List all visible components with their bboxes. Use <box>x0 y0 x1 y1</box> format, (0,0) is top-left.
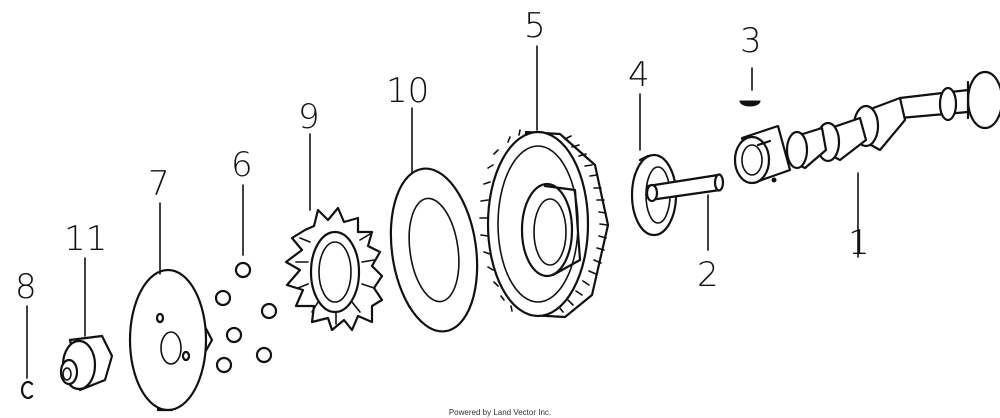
callout-2: 2 <box>697 255 719 295</box>
part-balls <box>214 261 278 374</box>
part-spider <box>284 206 384 332</box>
callout-11: 11 <box>64 219 107 259</box>
callout-5: 5 <box>524 6 546 46</box>
part-cam-gear <box>479 129 610 319</box>
callout-4: 4 <box>628 55 650 95</box>
callout-8: 8 <box>15 267 37 307</box>
part-pin <box>645 173 725 203</box>
footer-credit: Powered by Land Vector Inc. <box>449 408 551 417</box>
callout-1: 1 <box>848 223 870 263</box>
callout-7: 7 <box>148 164 170 204</box>
callout-10: 10 <box>386 71 429 111</box>
callout-3: 3 <box>740 21 762 61</box>
part-disc-plate <box>128 268 214 412</box>
part-camshaft <box>733 70 1000 185</box>
part-woodruff-key <box>739 100 761 107</box>
part-clip <box>20 380 34 400</box>
part-sleeve <box>59 334 114 392</box>
callout-9: 9 <box>298 97 320 137</box>
part-washer <box>389 167 479 333</box>
callout-6: 6 <box>231 145 253 185</box>
